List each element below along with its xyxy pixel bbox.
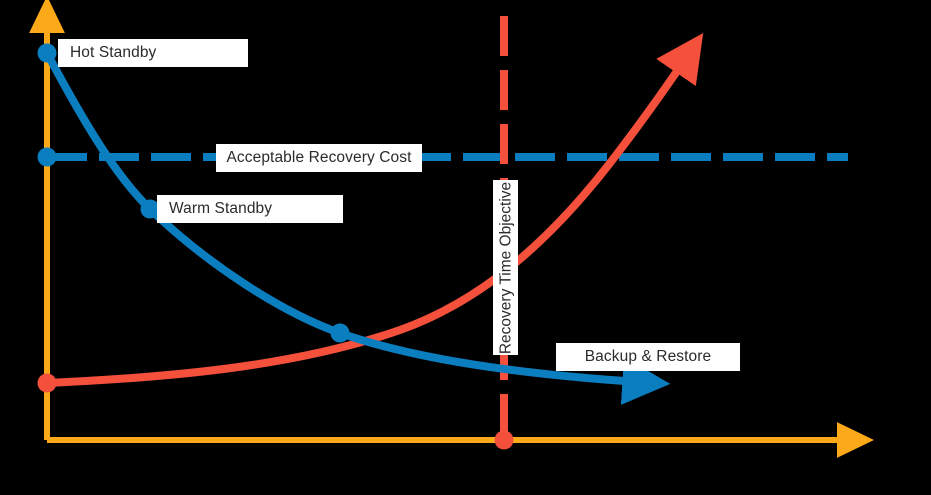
label-recovery-time-objective-text: Recovery Time Objective bbox=[497, 181, 514, 354]
marker-hot-standby bbox=[37, 43, 57, 63]
marker-downtime-origin bbox=[37, 373, 57, 393]
cost-of-recovery-curve bbox=[43, 49, 671, 405]
label-hot-standby: Hot Standby bbox=[58, 39, 248, 67]
label-backup-restore: Backup & Restore bbox=[556, 343, 740, 371]
marker-backup-restore bbox=[638, 372, 658, 392]
label-acceptable-recovery-cost: Acceptable Recovery Cost bbox=[216, 144, 422, 172]
marker-acceptable-recovery-cost bbox=[37, 147, 57, 167]
cost-of-downtime-curve bbox=[43, 32, 704, 387]
label-recovery-time-objective: Recovery Time Objective bbox=[493, 180, 518, 355]
label-warm-standby: Warm Standby bbox=[157, 195, 343, 223]
marker-recovery-time-objective bbox=[494, 430, 514, 450]
marker-pilot-light bbox=[330, 323, 350, 343]
marker-warm-standby bbox=[140, 199, 160, 219]
